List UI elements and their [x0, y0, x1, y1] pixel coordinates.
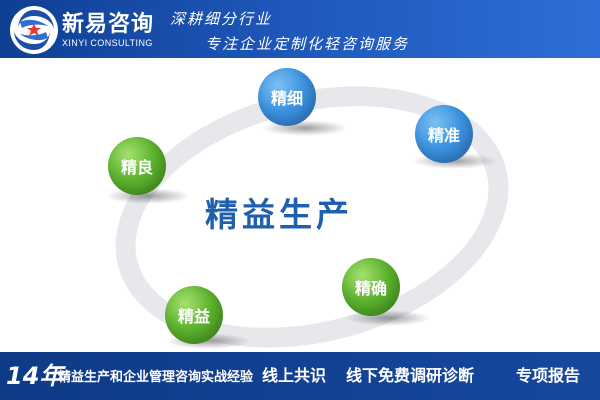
footer-years: 14年 — [6, 362, 64, 390]
xinyi-logo-icon — [10, 6, 58, 54]
footer-special-report: 专项报告 — [516, 366, 581, 385]
node-jingzhun: 精准 — [415, 105, 473, 163]
node-jingxi: 精细 — [258, 68, 316, 126]
node-jingque: 精确 — [342, 258, 400, 316]
footer-banner: 14年 精益生产和企业管理咨询实战经验 线上共识 线下免费调研诊断 专项报告 — [0, 352, 600, 400]
slogan-line-2: 专注企业定制化轻咨询服务 — [205, 35, 410, 53]
node-jingliang: 精良 — [108, 137, 166, 195]
slogan-line-1: 深耕细分行业 — [170, 10, 273, 28]
footer-experience: 精益生产和企业管理咨询实战经验 — [58, 370, 254, 385]
brand-name-cn: 新易咨询 — [62, 12, 155, 37]
center-title: 精益生产 — [205, 195, 353, 234]
footer-offline-survey: 线下免费调研诊断 — [346, 366, 475, 385]
brand-name-en: XINYI CONSULTING — [62, 38, 153, 48]
header-banner: 新易咨询 XINYI CONSULTING 深耕细分行业 专注企业定制化轻咨询服… — [0, 0, 600, 58]
footer-online-consensus: 线上共识 — [262, 366, 327, 385]
node-jingyi: 精益 — [165, 286, 223, 344]
